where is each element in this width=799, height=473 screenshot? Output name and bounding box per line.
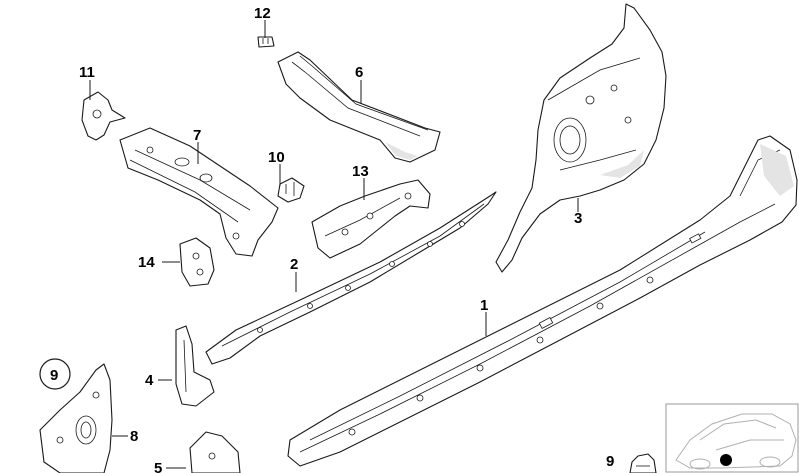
- part-7-crossmember[interactable]: [119, 127, 279, 257]
- callout-13: 13: [352, 163, 369, 180]
- part-11-bracket[interactable]: [81, 91, 126, 141]
- callout-9-clip: 9: [606, 453, 614, 470]
- location-marker-icon: [720, 454, 732, 466]
- callout-8: 8: [130, 428, 138, 445]
- callout-11: 11: [79, 64, 95, 81]
- leader-lines: [89, 20, 579, 469]
- svg-text:9: 9: [50, 367, 58, 384]
- callout-2: 2: [290, 256, 298, 273]
- callout-3: 3: [574, 210, 582, 227]
- callout-9-circled: 9: [39, 358, 71, 390]
- part-2-sill-reinforcement[interactable]: [205, 191, 497, 365]
- callout-1: 1: [480, 297, 488, 314]
- part-1-side-sill[interactable]: [287, 135, 798, 467]
- clip-9-icon: [629, 453, 657, 473]
- callout-4: 4: [145, 372, 154, 389]
- vehicle-location-inset: [665, 403, 799, 473]
- part-6-bracket[interactable]: [277, 51, 441, 163]
- part-5-corner-piece[interactable]: [189, 431, 241, 473]
- part-3-wheel-arch[interactable]: [495, 3, 667, 273]
- part-12-clip[interactable]: [257, 36, 275, 48]
- part-4-bracket[interactable]: [175, 325, 215, 407]
- callout-10: 10: [268, 149, 285, 166]
- callout-14: 14: [138, 254, 155, 271]
- callout-7: 7: [193, 127, 201, 144]
- callout-6: 6: [355, 64, 363, 81]
- part-10-bracket[interactable]: [277, 177, 305, 203]
- part-13-bracket[interactable]: [311, 179, 431, 259]
- part-8-pillar-section[interactable]: [39, 363, 113, 473]
- callout-labels: 1 2 3 4 5 6 7 8 10 11 12 13 14: [79, 5, 582, 473]
- callout-5: 5: [154, 460, 162, 473]
- clip-9-detail: 9: [606, 453, 657, 473]
- callout-12: 12: [254, 5, 271, 22]
- part-14-plate[interactable]: [179, 237, 215, 287]
